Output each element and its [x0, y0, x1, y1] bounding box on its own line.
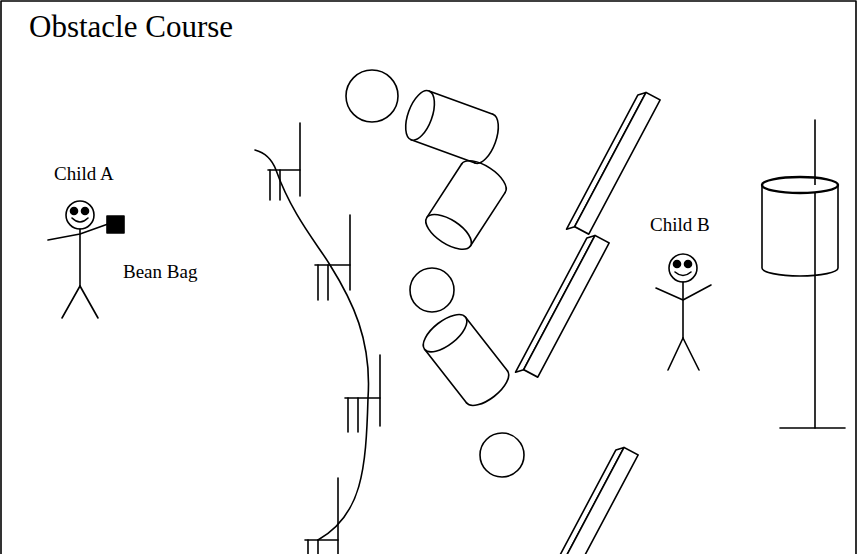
hurdle-bar [345, 397, 380, 399]
tunnel [420, 154, 512, 256]
balance-beam [516, 233, 610, 383]
hurdle-leg [327, 265, 329, 300]
tunnel-side [466, 317, 508, 371]
body [79, 229, 81, 286]
eye [71, 208, 78, 215]
hurdle-post [349, 215, 351, 290]
basket-rim [762, 177, 838, 193]
balance-beam [567, 90, 661, 240]
rope-line [255, 150, 369, 540]
child-a-figure [48, 201, 124, 318]
ring [346, 70, 398, 122]
tunnel-end [462, 154, 512, 192]
child-b-figure [656, 254, 711, 370]
smile [72, 218, 88, 222]
arms [48, 224, 108, 240]
tunnel-end [400, 87, 440, 144]
hurdle-leg [357, 398, 359, 432]
tunnel-side [427, 164, 462, 218]
tunnel-side [411, 140, 475, 163]
leg [80, 286, 98, 318]
smile [675, 272, 691, 276]
beam-side [524, 235, 609, 377]
balance-beam [545, 445, 639, 554]
tunnel-end [466, 371, 514, 412]
beam-side [575, 92, 660, 234]
figure-label: Child A [54, 164, 114, 185]
head [669, 254, 697, 282]
leg [683, 338, 699, 370]
ring [410, 268, 454, 312]
eye [82, 208, 89, 215]
figure-label: Bean Bag [123, 262, 197, 283]
figure-label: Child B [650, 215, 710, 236]
tunnel-end [420, 208, 477, 256]
tunnel-side [425, 349, 467, 403]
pole [814, 193, 816, 275]
hurdles [255, 123, 380, 554]
tunnel [400, 87, 504, 167]
bean-bag [107, 216, 124, 233]
basket-target [762, 120, 845, 428]
pole [814, 120, 816, 428]
hurdle-leg [317, 265, 319, 300]
arms [656, 285, 711, 300]
hurdle-leg [279, 170, 281, 200]
hurdle-bar [268, 169, 300, 171]
hurdle-leg [269, 170, 271, 200]
hurdle-post [299, 123, 301, 196]
head [66, 201, 94, 229]
hurdle-post [379, 355, 381, 426]
tunnel-end [475, 114, 504, 167]
body [682, 282, 684, 338]
hurdle-leg [347, 398, 349, 432]
hurdle-bar [305, 539, 338, 541]
tunnel-side [429, 91, 493, 114]
leg [668, 338, 683, 370]
tunnel-end [417, 308, 473, 359]
tunnel-side [470, 192, 505, 246]
tunnel [417, 308, 515, 413]
diagram-title: Obstacle Course [29, 10, 233, 44]
pole-base [780, 427, 845, 429]
ring [480, 433, 524, 477]
hurdle-bar [315, 264, 350, 266]
balance-beams [516, 90, 661, 554]
beam-top [516, 233, 595, 375]
basket-body [762, 185, 838, 276]
eye [685, 261, 692, 268]
tunnels [346, 70, 524, 477]
hurdle-leg [307, 540, 309, 554]
leg [62, 286, 80, 318]
hurdle-leg [317, 540, 319, 554]
beam-side [553, 447, 638, 554]
beam-top [567, 90, 646, 232]
eye [674, 261, 681, 268]
hurdle-post [337, 478, 339, 554]
